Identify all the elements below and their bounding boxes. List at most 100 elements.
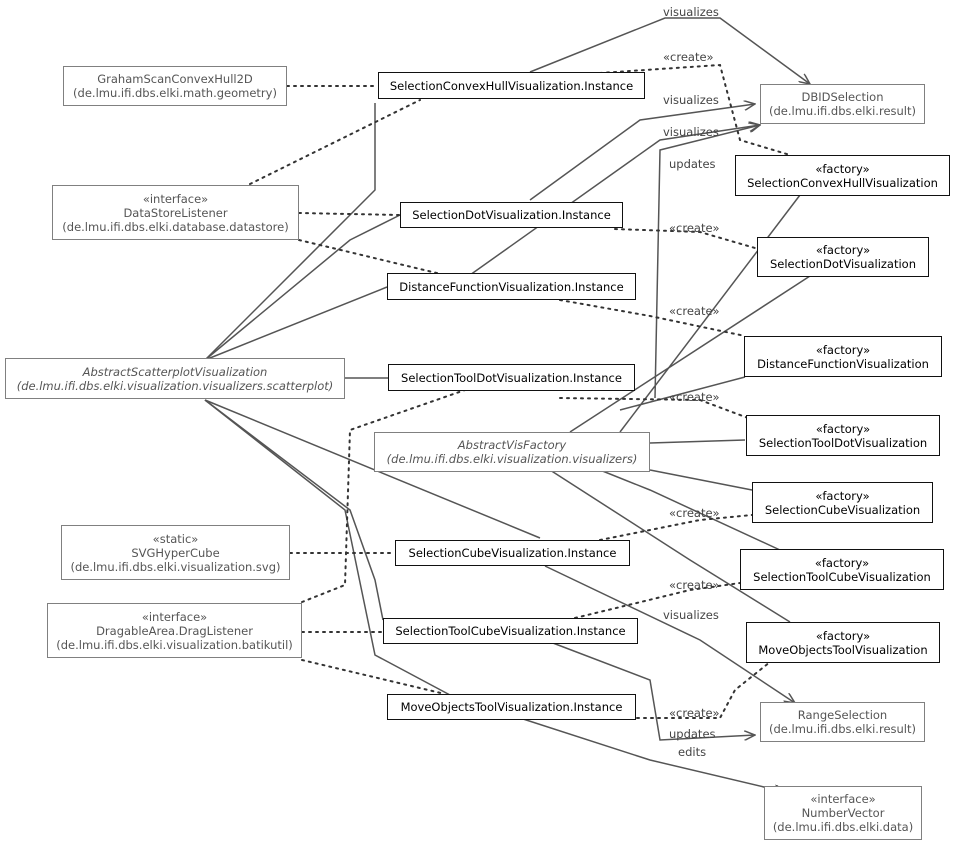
node-selection-convex-hull-factory: «factory» SelectionConvexHullVisualizati… [735,155,950,196]
node-title: SelectionToolCubeVisualization.Instance [395,624,626,638]
node-abstract-scatterplot-visualization: AbstractScatterplotVisualization (de.lmu… [5,358,345,399]
node-stereotype: «interface» [142,191,209,206]
node-package: (de.lmu.ifi.dbs.elki.visualization.visua… [16,378,334,393]
edge-scatter-move [204,399,451,696]
node-stereotype: «interface» [810,792,876,806]
edge-edits-move [519,717,785,792]
label-create-toolcube: «create» [669,578,720,592]
node-abstract-vis-factory: AbstractVisFactory (de.lmu.ifi.dbs.elki.… [374,432,650,472]
edge-cubefac-visfactory [649,469,753,491]
edge-create-hull [599,63,791,156]
edge-scatter-toolcube [204,399,384,621]
node-title: DataStoreListener [123,205,228,220]
node-package: (de.lmu.ifi.dbs.elki.database.datastore) [62,219,289,234]
node-move-objects-tool-instance: MoveObjectsToolVisualization.Instance [387,694,636,720]
node-title: SelectionConvexHullVisualization [747,175,938,190]
label-updates-toolcube: updates [669,727,716,741]
label-create-cube: «create» [669,506,720,520]
node-selection-tool-dot-instance: SelectionToolDotVisualization.Instance [388,364,635,391]
node-selection-cube-factory: «factory» SelectionCubeVisualization [752,482,933,523]
node-title: NumberVector [801,806,885,820]
node-title: GrahamScanConvexHull2D [97,72,253,86]
edge-visualizes-dot [529,104,755,201]
edge-dotfac-visfactory [569,275,811,433]
label-visualizes-dist: visualizes [663,125,719,139]
label-create-hull: «create» [663,50,714,64]
edge-dep-draglistener-tooldot [301,389,466,603]
edge-visualizes-cube [544,565,795,703]
label-create-dist: «create» [669,304,720,318]
node-stereotype: «interface» [141,609,208,624]
label-create-dot: «create» [669,221,720,235]
node-package: (de.lmu.ifi.dbs.elki.visualization.batik… [56,637,293,652]
node-dbid-selection: DBIDSelection (de.lmu.ifi.dbs.elki.resul… [760,84,925,124]
node-title: MoveObjectsToolVisualization.Instance [400,700,623,714]
edge-dep-dslistener-dot [298,212,401,216]
edge-toolcubefac-visfactory [599,469,781,551]
edge-create-move [636,661,771,719]
node-stereotype: «factory» [815,421,871,436]
node-selection-tool-cube-factory: «factory» SelectionToolCubeVisualization [740,549,944,590]
edge-scatter-dot [204,214,401,361]
node-stereotype: «factory» [814,555,870,570]
edge-create-dist [559,299,746,337]
node-title: SelectionToolCubeVisualization [753,569,931,584]
node-package: (de.lmu.ifi.dbs.elki.data) [772,820,914,834]
node-title: SelectionConvexHullVisualization.Instanc… [389,78,634,93]
node-title: SVGHyperCube [131,545,220,560]
node-stereotype: «factory» [815,243,871,257]
node-selection-tool-cube-instance: SelectionToolCubeVisualization.Instance [383,618,638,644]
edge-updates-tooldot [654,125,760,399]
node-package: (de.lmu.ifi.dbs.elki.result) [768,722,916,736]
node-stereotype: «factory» [815,488,870,503]
node-title: DragableArea.DragListener [96,623,253,638]
node-title: SelectionDotVisualization.Instance [412,208,611,222]
node-package: (de.lmu.ifi.dbs.elki.math.geometry) [73,86,277,100]
node-title: MoveObjectsToolVisualization [758,642,928,657]
node-move-objects-tool-factory: «factory» MoveObjectsToolVisualization [746,622,940,663]
node-stereotype: «factory» [815,342,871,357]
label-visualizes-dot: visualizes [663,93,719,107]
node-range-selection: RangeSelection (de.lmu.ifi.dbs.elki.resu… [760,702,925,742]
node-title: SelectionCubeVisualization [764,502,921,517]
edge-dep-draglistener-move [301,659,446,695]
node-title: DBIDSelection [801,90,884,104]
node-dragable-area-drag-listener: «interface» DragableArea.DragListener (d… [47,603,302,658]
edge-movefac-visfactory [549,469,791,623]
node-selection-dot-factory: «factory» SelectionDotVisualization [757,237,929,277]
label-visualizes-top: visualizes [663,5,719,19]
node-stereotype: «factory» [815,161,870,176]
edge-create-toolcube [574,582,741,619]
node-title: RangeSelection [797,708,888,722]
label-updates-tooldot: updates [669,157,716,171]
label-create-tooldot: «create» [669,390,720,404]
label-create-move: «create» [669,706,720,720]
node-title: SelectionToolDotVisualization [758,435,928,450]
edge-tooldotfac-visfactory [649,439,746,444]
node-title: DistanceFunctionVisualization.Instance [399,279,624,294]
node-package: (de.lmu.ifi.dbs.elki.visualization.visua… [386,452,638,466]
node-title: DistanceFunctionVisualization [757,356,929,371]
label-visualizes-cube: visualizes [663,608,719,622]
edge-updates-toolcube [544,639,755,741]
node-stereotype: «static» [152,531,199,546]
node-number-vector: «interface» NumberVector (de.lmu.ifi.dbs… [764,786,922,840]
edge-create-tooldot [559,397,749,419]
node-title: SelectionCubeVisualization.Instance [408,546,617,560]
node-title: SelectionDotVisualization [769,257,917,271]
label-edits-move: edits [678,745,706,759]
edge-dep-dslistener-hull [249,99,421,185]
node-graham-scan-convex-hull-2d: GrahamScanConvexHull2D (de.lmu.ifi.dbs.e… [63,66,287,106]
node-selection-cube-instance: SelectionCubeVisualization.Instance [395,540,630,566]
edge-visualizes-top [529,17,810,84]
node-distance-function-factory: «factory» DistanceFunctionVisualization [744,336,942,377]
node-stereotype: «factory» [815,628,871,643]
edge-scatter-cube [204,399,541,539]
edge-scatter-dist [204,286,388,361]
node-svg-hyper-cube: «static» SVGHyperCube (de.lmu.ifi.dbs.el… [61,525,290,580]
node-distance-function-instance: DistanceFunctionVisualization.Instance [387,273,636,300]
node-selection-dot-instance: SelectionDotVisualization.Instance [400,202,623,228]
node-selection-tool-dot-factory: «factory» SelectionToolDotVisualization [746,415,940,456]
